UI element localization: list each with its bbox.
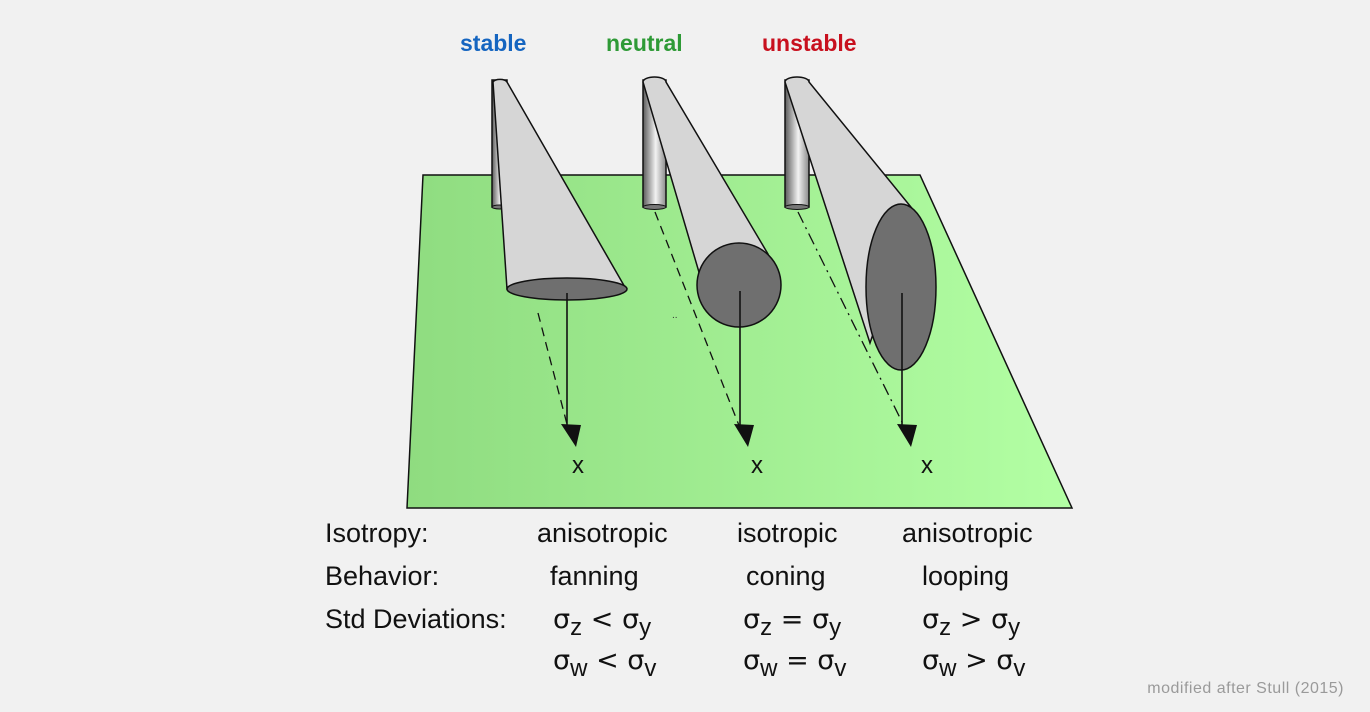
sigma-zy-neutral: σz = σy (743, 604, 842, 641)
row-label-std: Std Deviations: (325, 604, 507, 634)
plume-neutral-end (696, 242, 782, 328)
label-stable: stable (460, 30, 527, 56)
x-mark-stable: x (572, 452, 584, 479)
source-credit: modified after Stull (2015) (1147, 680, 1344, 697)
sigma-wv-unstable: σw > σv (922, 645, 1026, 682)
plume-unstable-end (865, 203, 937, 371)
arrowhead-neutral (734, 424, 754, 447)
label-unstable: unstable (762, 30, 857, 56)
arrowhead-stable (561, 424, 581, 447)
sigma-zy-stable: σz < σy (553, 604, 652, 641)
sigma-wv-neutral: σw = σv (743, 645, 847, 682)
plume-unstable (784, 76, 937, 447)
x-mark-unstable: x (921, 452, 933, 479)
row-label-behavior: Behavior: (325, 561, 440, 591)
row-label-isotropy: Isotropy: (325, 518, 429, 548)
sigma-wv-stable: σw < σv (553, 645, 657, 682)
isotropy-neutral: isotropic (737, 518, 838, 548)
plume-neutral: .. (642, 76, 782, 447)
isotropy-stable: anisotropic (537, 518, 668, 548)
label-neutral: neutral (606, 30, 683, 56)
behavior-unstable: looping (922, 561, 1010, 591)
svg-text:..: .. (672, 310, 678, 321)
isotropy-unstable: anisotropic (902, 518, 1033, 548)
sigma-zy-unstable: σz > σy (922, 604, 1021, 641)
behavior-neutral: coning (746, 561, 826, 591)
behavior-stable: fanning (550, 561, 639, 591)
plume-stable (492, 78, 628, 447)
arrowhead-unstable (897, 424, 917, 447)
x-mark-neutral: x (751, 452, 763, 479)
